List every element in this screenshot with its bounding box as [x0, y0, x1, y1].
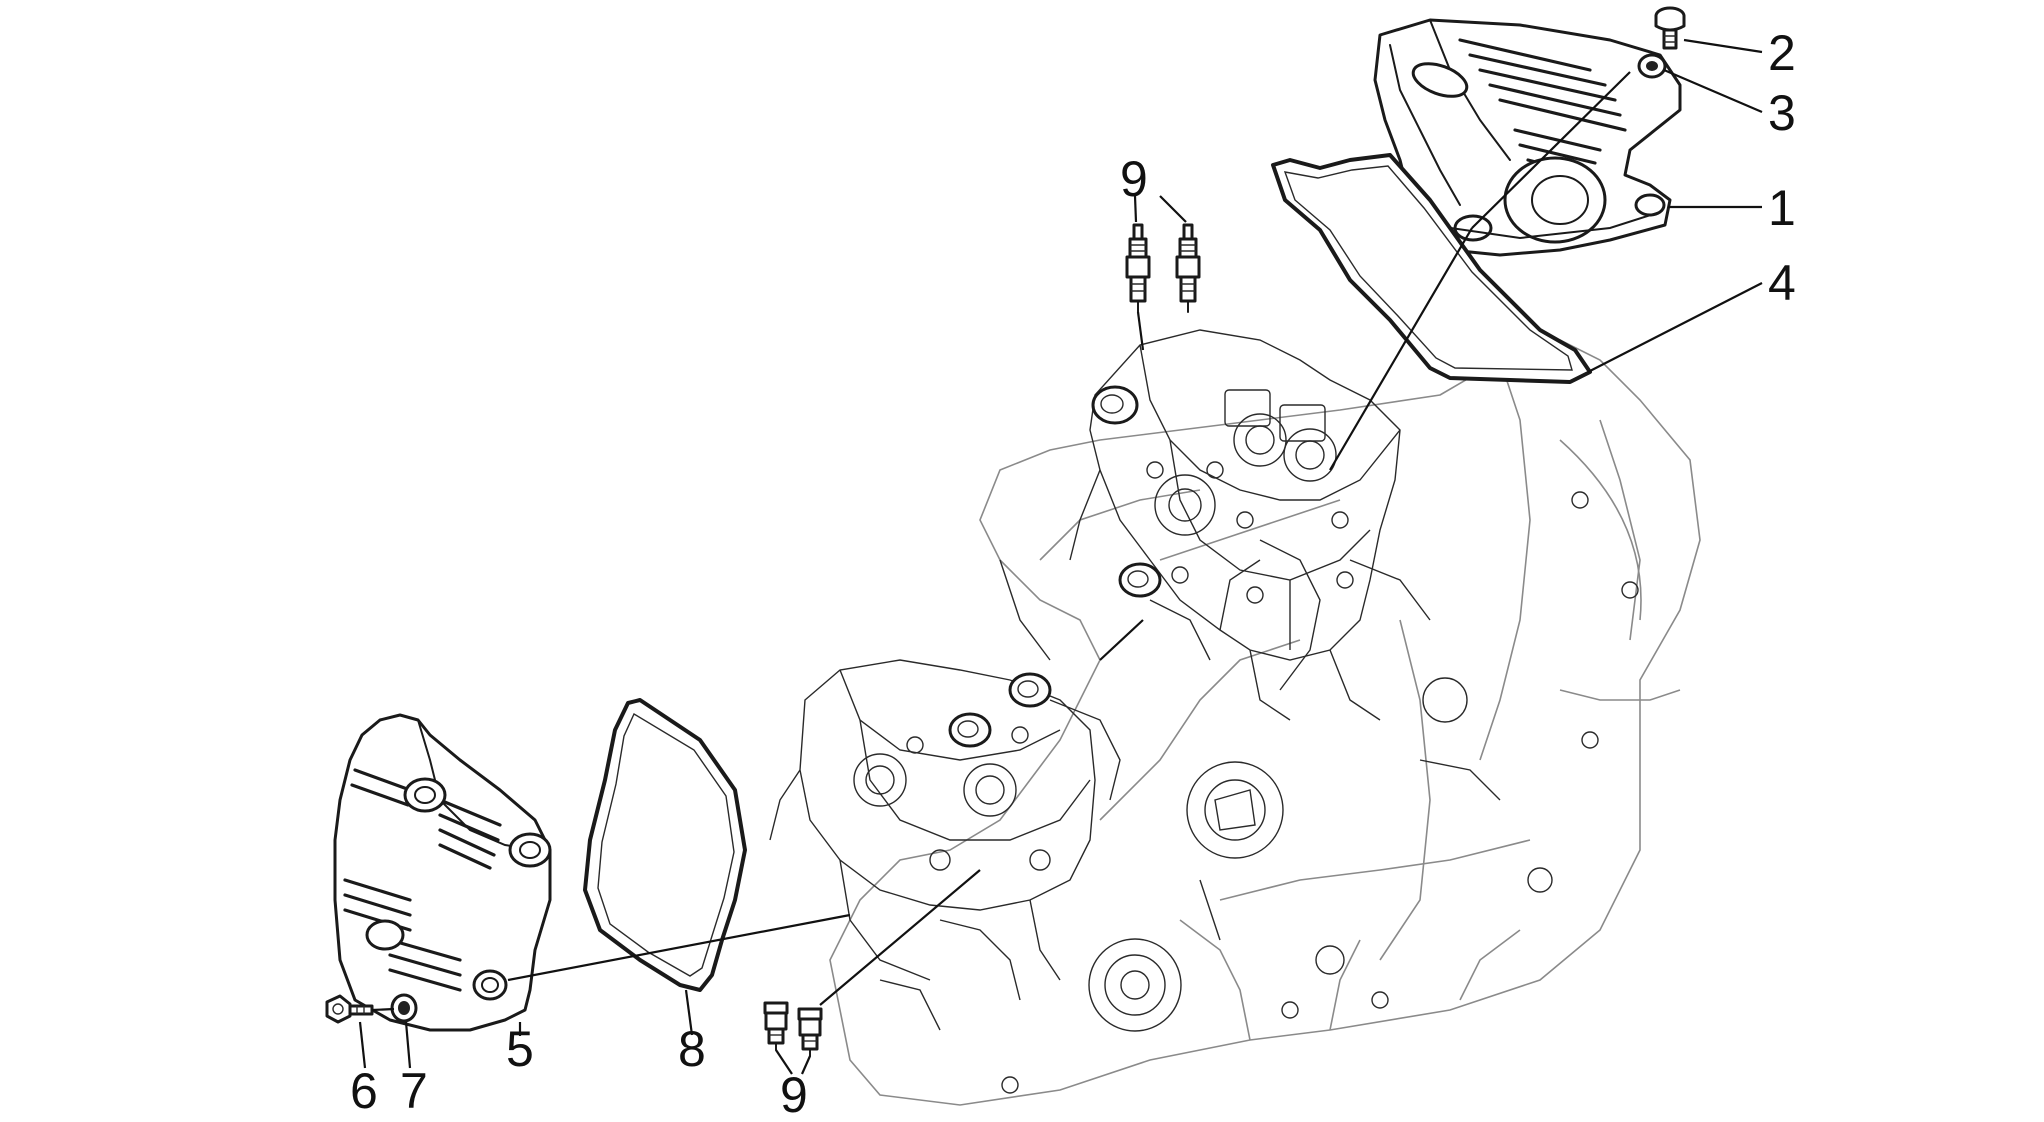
washer-upper	[1637, 53, 1667, 79]
bolt-lower	[325, 994, 374, 1024]
gasket-upper	[1271, 153, 1592, 384]
callout-6: 6	[350, 1063, 378, 1119]
callout-2: 2	[1768, 25, 1796, 81]
callout-8: 8	[678, 1021, 706, 1077]
engine-block	[829, 339, 1701, 1106]
spark-plug-lower-left	[763, 1001, 789, 1051]
callout-7: 7	[400, 1063, 428, 1119]
callout-9-lower: 9	[780, 1067, 808, 1122]
spark-plug-upper-right	[1175, 223, 1201, 313]
lower-cylinder-head	[769, 659, 1096, 981]
upper-cylinder-head	[1069, 329, 1401, 721]
callout-4: 4	[1768, 255, 1796, 311]
spark-plug-upper-left	[1125, 223, 1151, 313]
callout-9-upper: 9	[1120, 151, 1148, 207]
spark-plug-lower-right	[797, 1007, 823, 1057]
callout-labels: 2 3 1 4 9 8 5 6 7 9	[350, 25, 1796, 1122]
gasket-lower	[583, 698, 747, 992]
bolt-upper	[1654, 6, 1686, 50]
leader-lines	[358, 38, 1763, 1075]
valve-cover-lower	[333, 713, 552, 1032]
washer-lower	[390, 993, 418, 1023]
callout-3: 3	[1768, 85, 1796, 141]
callout-1: 1	[1768, 180, 1796, 236]
callout-5: 5	[506, 1021, 534, 1077]
